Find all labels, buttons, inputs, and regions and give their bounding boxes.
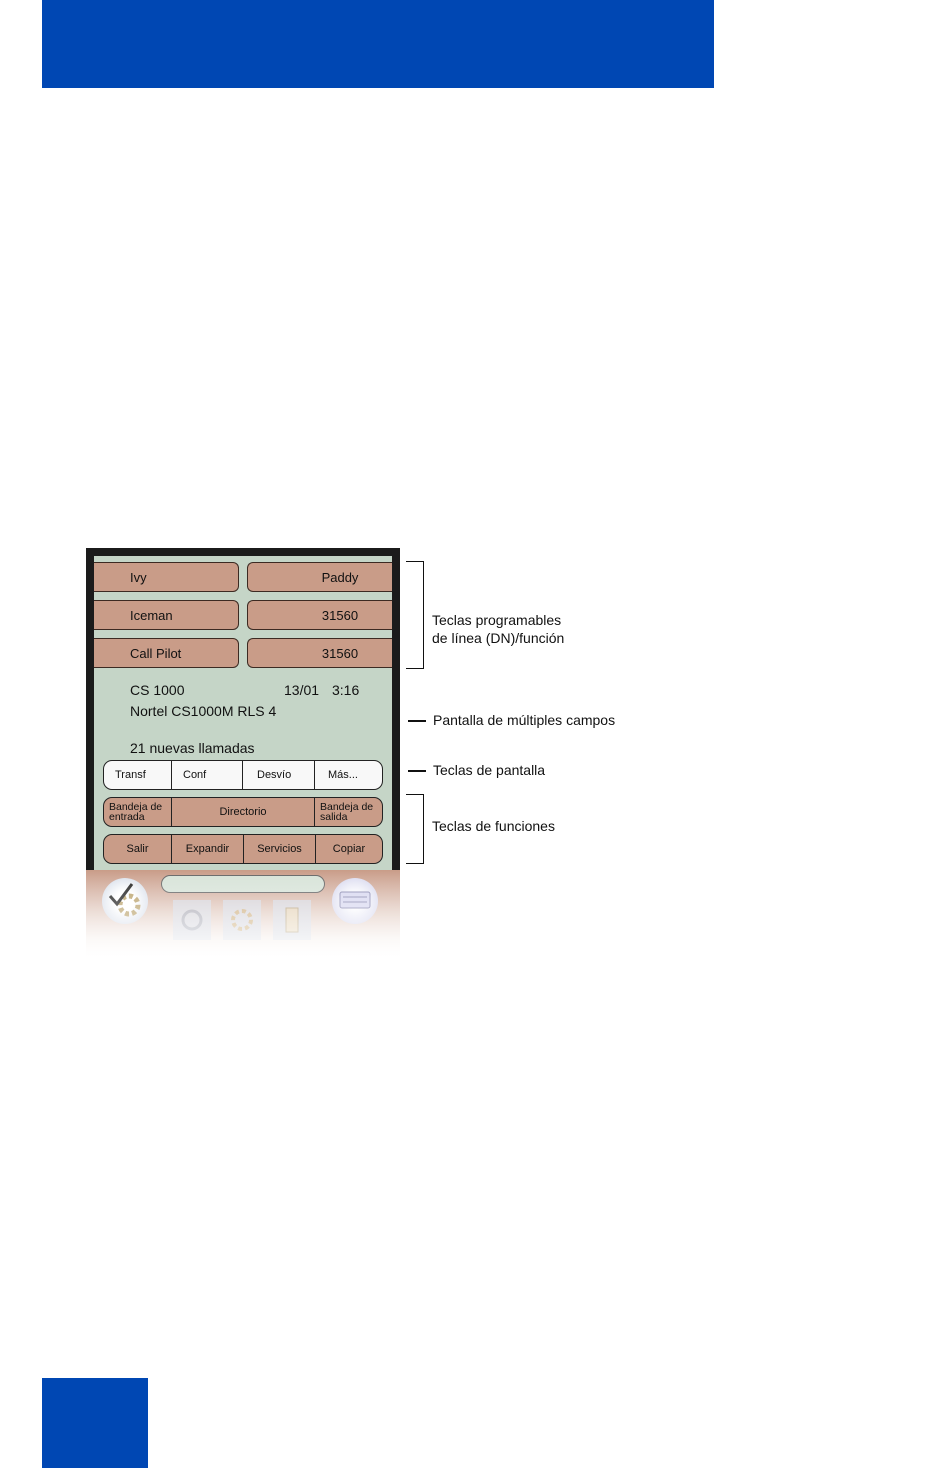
header-bar: [42, 0, 714, 88]
soft-keys-row: Transf Conf Desvío Más...: [103, 760, 383, 790]
line-key-ivy[interactable]: Ivy: [94, 562, 239, 592]
gear-icon[interactable]: [223, 900, 261, 940]
navigation-pill[interactable]: [161, 875, 325, 893]
display-callout-line: [408, 720, 426, 722]
check-gear-icon[interactable]: [102, 878, 148, 924]
display-date: 13/01: [284, 682, 320, 698]
display-line2: Nortel CS1000M RLS 4: [130, 703, 277, 719]
line-key-iceman[interactable]: Iceman: [94, 600, 239, 630]
soft-key-desvio[interactable]: Desvío: [243, 761, 315, 789]
footer-block: [42, 1378, 148, 1468]
expand-key[interactable]: Expandir: [172, 835, 244, 863]
keyboard-icon[interactable]: [332, 878, 378, 924]
function-keys-bracket: [406, 794, 424, 864]
soft-keys-callout-line: [408, 770, 426, 772]
phone-display-illustration: Ivy Paddy Iceman 31560 Call Pilot 31560 …: [86, 548, 400, 960]
display-system: CS 1000: [130, 682, 185, 698]
line-key-paddy[interactable]: Paddy: [247, 562, 392, 592]
line-key-31560-b[interactable]: 31560: [247, 638, 392, 668]
copy-key[interactable]: Copiar: [332, 843, 366, 855]
annotation-line-keys-1: Teclas programables: [432, 612, 562, 628]
annotation-function-keys: Teclas de funciones: [432, 818, 555, 834]
outbox-key[interactable]: Bandeja de salida: [315, 798, 382, 826]
outbox-key-line2: salida: [320, 811, 348, 823]
quit-key[interactable]: Salir: [104, 835, 172, 863]
soft-key-conf[interactable]: Conf: [172, 761, 243, 789]
line-keys-bracket: [406, 561, 424, 669]
annotation-line-keys-2: de línea (DN)/función: [432, 630, 565, 646]
inbox-key-line2: entrada: [109, 811, 145, 823]
soft-key-mas[interactable]: Más...: [328, 769, 358, 781]
line-key-call-pilot[interactable]: Call Pilot: [94, 638, 239, 668]
inbox-key-line1: Bandeja de: [109, 801, 163, 813]
function-keys-row-2: Salir Expandir Servicios Copiar: [103, 834, 383, 864]
directory-key[interactable]: Directorio: [172, 798, 315, 826]
display-message: 21 nuevas llamadas: [130, 740, 255, 756]
line-key-31560-a[interactable]: 31560: [247, 600, 392, 630]
phone-icon[interactable]: [173, 900, 211, 940]
door-icon[interactable]: [273, 900, 311, 940]
annotation-soft-keys: Teclas de pantalla: [433, 762, 546, 778]
soft-key-transf[interactable]: Transf: [104, 761, 172, 789]
annotation-display: Pantalla de múltiples campos: [433, 712, 616, 728]
phone-screen: Ivy Paddy Iceman 31560 Call Pilot 31560 …: [94, 556, 392, 874]
function-keys-row-1: Bandeja de entrada Directorio Bandeja de…: [103, 797, 383, 827]
display-time: 3:16: [332, 682, 360, 698]
services-key[interactable]: Servicios: [244, 835, 316, 863]
outbox-key-line1: Bandeja de: [320, 801, 374, 813]
inbox-key[interactable]: Bandeja de entrada: [104, 798, 172, 826]
